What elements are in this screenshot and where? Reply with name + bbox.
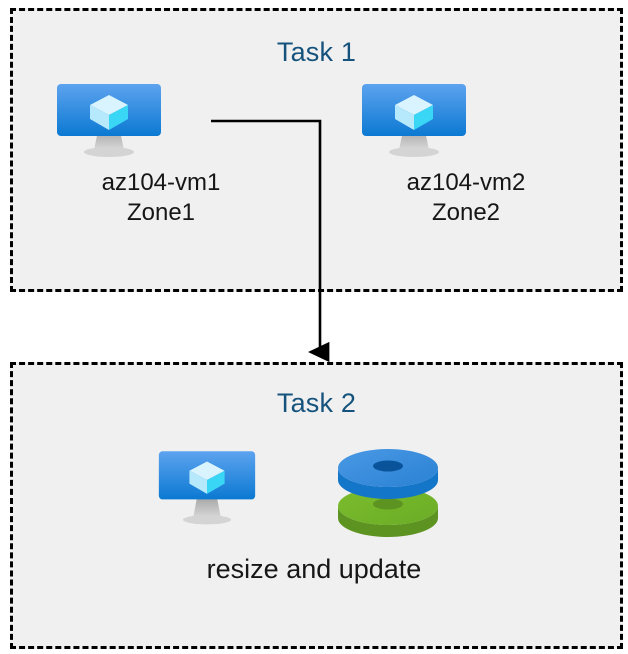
task2-caption: resize and update — [206, 554, 422, 584]
node-label-az104-vm2: az104-vm2 Zone2 — [406, 169, 526, 226]
node-az104-vm1[interactable]: az104-vm1 Zone1 — [55, 78, 267, 228]
node-label-az104-vm1: az104-vm1 Zone1 — [101, 169, 221, 226]
task1-title: Task 1 — [276, 37, 357, 67]
azure-disks-icon[interactable] — [335, 446, 441, 543]
azure-virtual-machine-icon[interactable] — [157, 444, 257, 545]
azure-virtual-machine-icon — [55, 78, 267, 168]
node-az104-vm2[interactable]: az104-vm2 Zone2 — [360, 78, 572, 228]
azure-virtual-machine-icon — [360, 78, 572, 168]
task2-container: Task 2 — [10, 362, 623, 649]
task2-title: Task 2 — [276, 388, 357, 418]
task2-icon-row — [0, 444, 628, 544]
